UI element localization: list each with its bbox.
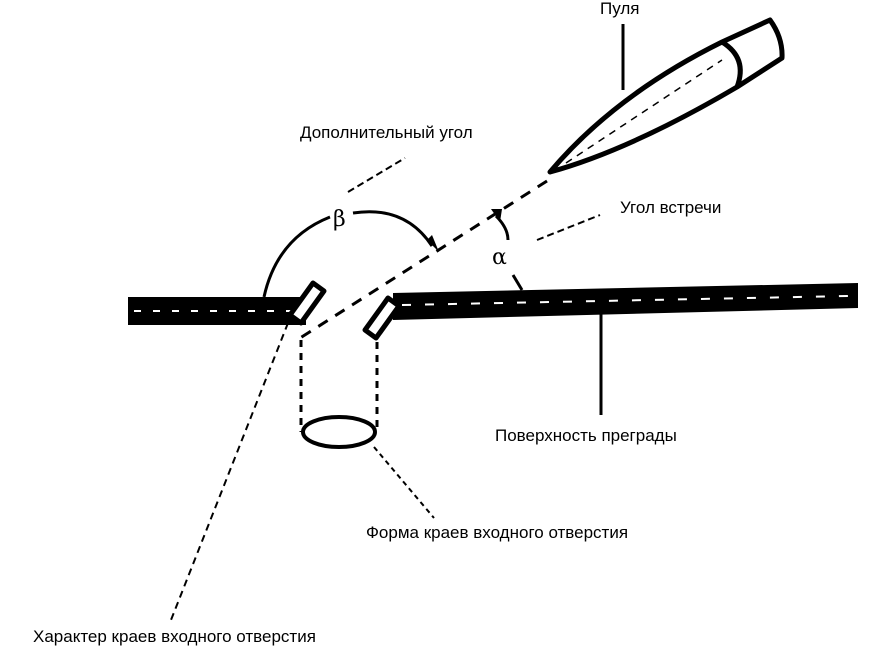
alpha-symbol: α bbox=[492, 245, 507, 270]
entry-edge-character-leader-line bbox=[170, 322, 289, 621]
entry-edge-shape-leader-line bbox=[373, 446, 435, 519]
obstacle-surface-label: Поверхность преграды bbox=[495, 426, 677, 445]
bullet-shape bbox=[547, 17, 785, 175]
additional-angle-leader-line bbox=[347, 157, 406, 193]
meeting-angle-label: Угол встречи bbox=[620, 198, 721, 217]
obstacle-slab-left bbox=[128, 297, 306, 325]
entry-edge-character-label: Характер краев входного отверстия bbox=[33, 627, 316, 646]
meeting-angle-leader-line bbox=[536, 214, 601, 241]
beta-symbol: β bbox=[333, 207, 346, 232]
entry-edge-shape-label: Форма краев входного отверстия bbox=[366, 523, 628, 542]
obstacle-slab-right bbox=[393, 283, 858, 320]
beta-angle-arc bbox=[262, 210, 439, 298]
additional-angle-label: Дополнительный угол bbox=[300, 123, 473, 142]
channel-wall-right bbox=[362, 295, 402, 341]
bullet-label: Пуля bbox=[600, 0, 639, 18]
channel-wall-left bbox=[287, 280, 327, 326]
alpha-angle-arc bbox=[491, 209, 524, 291]
trajectory-line bbox=[296, 179, 548, 342]
entry-hole-ellipse bbox=[301, 415, 377, 449]
